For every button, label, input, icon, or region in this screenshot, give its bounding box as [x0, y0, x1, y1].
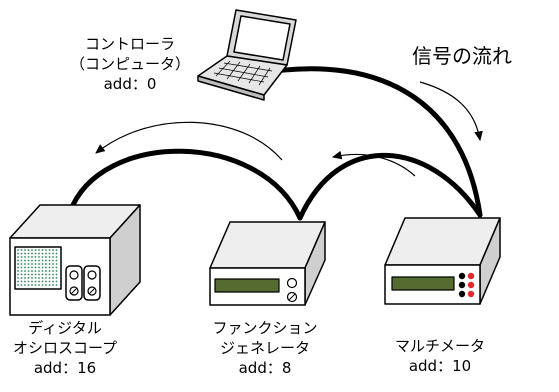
oscilloscope-name-line2: オシロスコープ: [12, 339, 118, 357]
oscilloscope-address: add：16: [33, 359, 97, 377]
oscilloscope-icon: [9, 204, 141, 316]
controller-subname: （コンピュータ）: [69, 55, 190, 73]
function-generator-address: add：8: [238, 359, 292, 377]
oscilloscope-label: ディジタル オシロスコープ add：16: [0, 318, 130, 378]
laptop-icon: [197, 9, 297, 101]
controller-address: add：0: [103, 75, 157, 93]
signal-flow-title: 信号の流れ: [412, 44, 512, 68]
multimeter-address: add：10: [408, 357, 472, 375]
function-generator-icon: [209, 221, 326, 306]
multimeter-label: マルチメータ add：10: [380, 336, 500, 376]
signal-flow-arrows: [95, 81, 483, 177]
controller-label: コントローラ （コンピュータ） add：0: [55, 34, 205, 94]
controller-name: コントローラ: [84, 35, 175, 53]
multimeter-name: マルチメータ: [394, 337, 485, 355]
function-generator-label: ファンクション ジェネレータ add：8: [200, 318, 330, 378]
function-generator-name-line1: ファンクション: [212, 319, 318, 337]
oscilloscope-name-line1: ディジタル: [28, 319, 102, 337]
multimeter-icon: [384, 217, 501, 305]
bus-cable: [67, 66, 483, 221]
function-generator-name-line2: ジェネレータ: [219, 339, 310, 357]
